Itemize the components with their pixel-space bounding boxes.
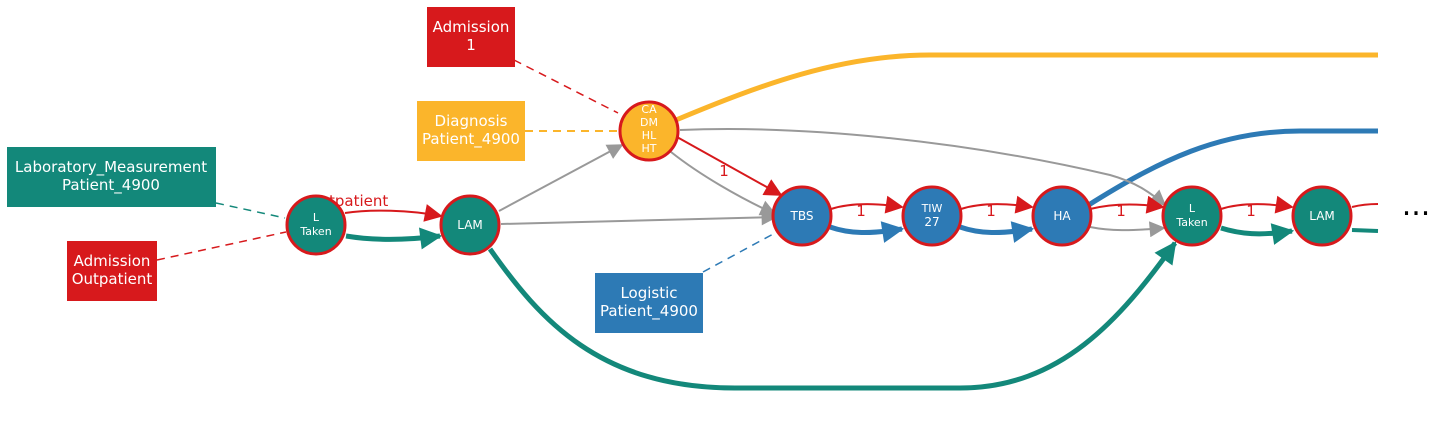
- diag-tbs-edge-label: 1: [719, 162, 729, 180]
- ha-ltaken-edge-label: 1: [1116, 202, 1126, 220]
- lab-lane-top: [1351, 228, 1379, 233]
- logistic-link: [702, 232, 776, 273]
- svg-text:Admission: Admission: [433, 18, 510, 36]
- svg-text:CA: CA: [641, 103, 657, 116]
- svg-text:L: L: [1189, 202, 1196, 215]
- laboratory-measurement-box: Laboratory_Measurement Patient_4900: [7, 147, 216, 207]
- svg-text:L: L: [313, 211, 320, 224]
- svg-text:Taken: Taken: [299, 225, 331, 238]
- diagnosis-box: Diagnosis Patient_4900: [417, 101, 525, 161]
- edge-lam-tbs: [500, 209, 778, 226]
- edge-ltaken2-lam2-red: [1220, 195, 1294, 214]
- edge-tiw-ha-blue: [959, 221, 1035, 243]
- tbs-tiw-edge-label: 1: [856, 202, 866, 220]
- node-ha[interactable]: HA: [1031, 185, 1093, 247]
- svg-text:HT: HT: [642, 142, 657, 155]
- svg-text:Logistic: Logistic: [620, 284, 677, 302]
- svg-text:LAM: LAM: [1309, 209, 1335, 223]
- edge-lam-ltaken-teal: [487, 241, 1178, 391]
- svg-text:Patient_4900: Patient_4900: [600, 302, 698, 321]
- edge-ltaken-lam-red: [344, 204, 443, 222]
- node-lam-1[interactable]: LAM: [439, 194, 501, 256]
- admission-1-link: [513, 59, 619, 114]
- edge-ltaken-lam-teal: [345, 227, 443, 250]
- admission-1-box: Admission 1: [427, 7, 515, 67]
- svg-text:Outpatient: Outpatient: [72, 270, 153, 288]
- edge-diagnosis-tbs-red: [676, 136, 783, 196]
- edge-ha-ltaken-red: [1089, 195, 1165, 214]
- tiw-ha-edge-label: 1: [986, 202, 996, 220]
- svg-text:TBS: TBS: [790, 209, 814, 223]
- svg-text:HA: HA: [1053, 209, 1071, 223]
- node-l-taken-2[interactable]: L Taken: [1161, 185, 1223, 247]
- admission-outpatient-box: Admission Outpatient: [67, 241, 157, 301]
- edge-ha-ltaken-gray: [1089, 221, 1166, 238]
- svg-text:Admission: Admission: [74, 252, 151, 270]
- edge-lam-diagnosis: [498, 144, 624, 212]
- svg-text:DM: DM: [640, 116, 658, 129]
- svg-text:Patient_4900: Patient_4900: [422, 130, 520, 149]
- svg-text:1: 1: [466, 36, 476, 54]
- admission-outpatient-link: [156, 231, 287, 261]
- edge-lam2-continue-red: [1351, 203, 1379, 208]
- node-diagnosis[interactable]: CA DM HL HT: [618, 100, 680, 162]
- svg-text:Laboratory_Measurement: Laboratory_Measurement: [15, 158, 207, 177]
- logistic-lane: [1085, 128, 1378, 209]
- svg-text:TIW: TIW: [921, 202, 943, 215]
- lab-link: [215, 202, 286, 219]
- edge-diagnosis-tbs-gray: [670, 151, 777, 216]
- node-l-taken-1[interactable]: L Taken: [285, 194, 347, 256]
- svg-text:Taken: Taken: [1175, 216, 1207, 229]
- edge-tbs-tiw-blue: [829, 221, 905, 243]
- continuation-ellipsis: ...: [1402, 188, 1431, 223]
- svg-text:27: 27: [924, 215, 939, 229]
- node-tbs[interactable]: TBS: [771, 185, 833, 247]
- node-lam-2[interactable]: LAM: [1291, 185, 1353, 247]
- logistic-box: Logistic Patient_4900: [595, 273, 703, 333]
- node-tiw[interactable]: TIW 27: [901, 185, 963, 247]
- edge-tbs-tiw-red: [830, 195, 904, 214]
- edge-ltaken2-lam2-teal: [1220, 223, 1295, 245]
- svg-text:Diagnosis: Diagnosis: [435, 112, 508, 130]
- edge-diagnosis-ltaken: [679, 128, 1167, 207]
- edge-tiw-ha-red: [960, 195, 1034, 214]
- diagnosis-lane: [675, 52, 1378, 123]
- svg-text:HL: HL: [642, 129, 657, 142]
- svg-text:Patient_4900: Patient_4900: [62, 176, 160, 195]
- ltaken-lam-edge-label: 1: [1246, 202, 1256, 220]
- svg-text:LAM: LAM: [457, 218, 483, 232]
